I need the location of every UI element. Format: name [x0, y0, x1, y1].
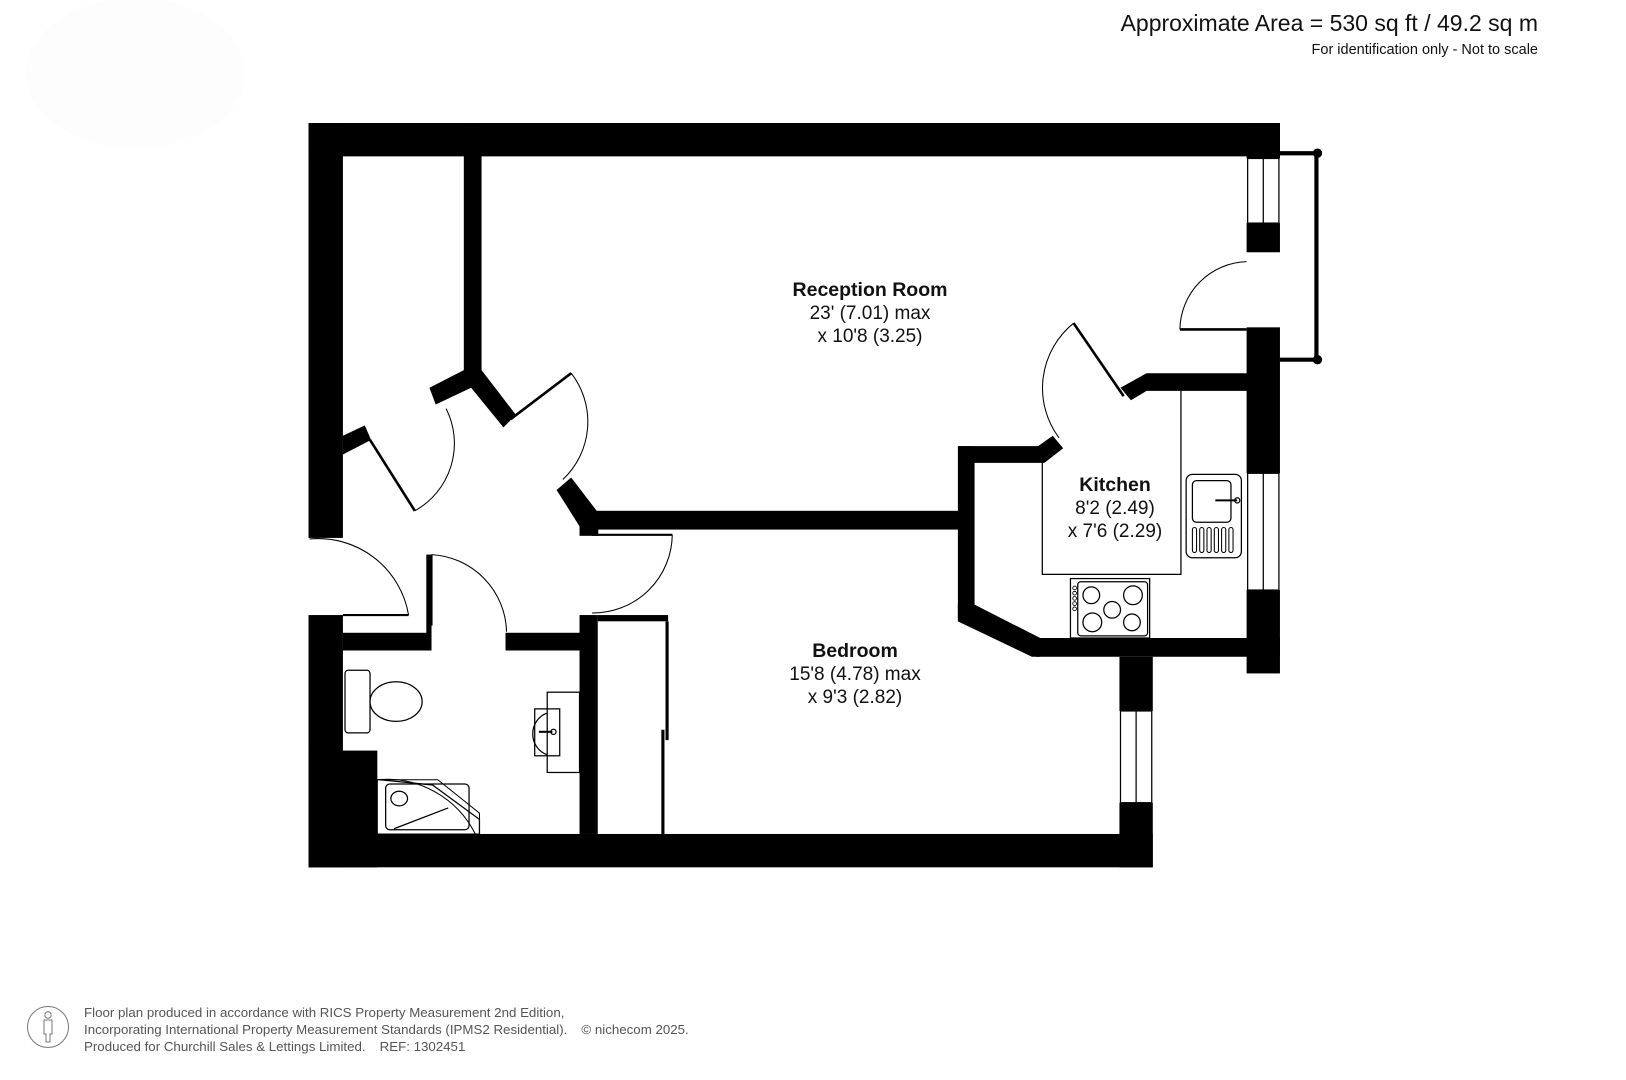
room-dimension: 23' (7.01) max	[809, 303, 931, 324]
room-name: Reception Room	[792, 279, 948, 301]
room-name: Kitchen	[1079, 474, 1151, 496]
footer-line-2: Incorporating International Property Mea…	[84, 1022, 568, 1037]
kitchen-counter	[1041, 390, 1182, 576]
area-header: Approximate Area = 530 sq ft / 49.2 sq m…	[1121, 8, 1538, 61]
room-dimension: x 7'6 (2.29)	[1067, 521, 1163, 542]
footer: Floor plan produced in accordance with R…	[26, 1004, 689, 1055]
reference-number: REF: 1302451	[379, 1039, 466, 1054]
basin-icon	[532, 691, 581, 774]
approximate-area: Approximate Area = 530 sq ft / 49.2 sq m	[1120, 10, 1538, 36]
shower-icon	[376, 778, 481, 835]
scale-disclaimer: For identification only - Not to scale	[1311, 42, 1538, 58]
wardrobe-icon	[596, 621, 669, 834]
room-dimension: x 10'8 (3.25)	[817, 326, 923, 347]
windows	[1119, 157, 1280, 804]
footer-line-3: Produced for Churchill Sales & Lettings …	[84, 1039, 366, 1054]
room-label-kitchen: Kitchen 8'2 (2.49) x 7'6 (2.29)	[1068, 474, 1162, 543]
balcony-rail	[1279, 148, 1323, 365]
room-dimension: 8'2 (2.49)	[1075, 498, 1155, 519]
room-name: Bedroom	[812, 640, 898, 662]
watermark-logo	[26, 0, 245, 149]
footer-line-3-wrapper: Produced for Churchill Sales & Lettings …	[84, 1038, 689, 1055]
footer-line-1: Floor plan produced in accordance with R…	[84, 1005, 565, 1020]
hob-icon	[1069, 577, 1151, 639]
copyright: © nichecom 2025.	[581, 1022, 689, 1037]
person-icon	[27, 1006, 69, 1048]
doors	[309, 261, 1247, 632]
sink-icon	[1185, 473, 1243, 559]
room-dimension: x 9'3 (2.82)	[807, 687, 903, 708]
room-label-bedroom: Bedroom 15'8 (4.78) max x 9'3 (2.82)	[789, 640, 920, 709]
toilet-icon	[344, 669, 423, 734]
room-dimension: 15'8 (4.78) max	[789, 664, 921, 685]
room-label-reception: Reception Room 23' (7.01) max x 10'8 (3.…	[793, 279, 948, 348]
walls	[308, 123, 1280, 868]
footer-line-2-wrapper: Incorporating International Property Mea…	[84, 1021, 689, 1038]
